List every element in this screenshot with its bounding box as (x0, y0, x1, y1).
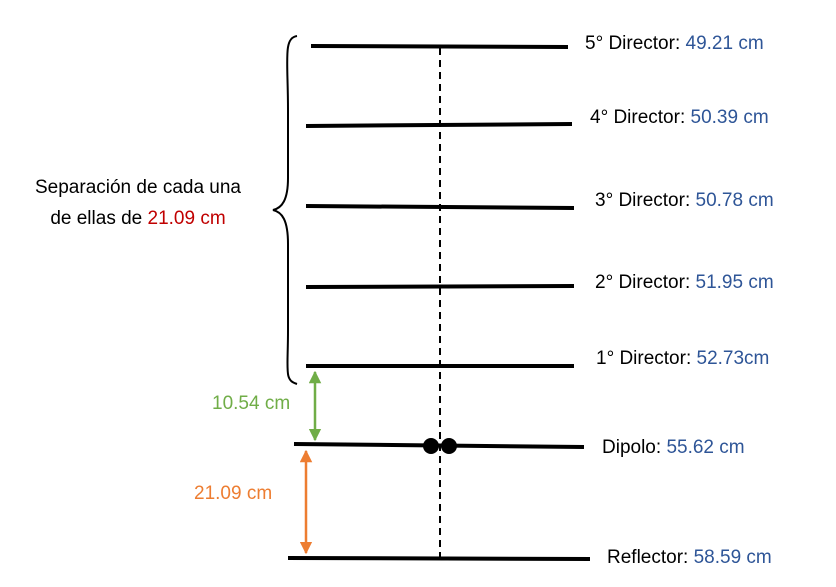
separation-note: Separación de cada una de ellas de 21.09… (10, 172, 266, 234)
separation-line-2: de ellas de 21.09 cm (10, 203, 266, 234)
director-3-element (305, 204, 575, 210)
director-5-value: 49.21 cm (685, 33, 764, 54)
dipole-label: Dipolo: 55.62 cm (602, 436, 745, 460)
director-5-element (310, 44, 569, 49)
director-1-value: 52.73cm (696, 348, 770, 369)
director-2-name: 2° Director: (595, 272, 691, 293)
director-5-name: 5° Director: (585, 33, 681, 54)
dipole-name: Dipolo: (602, 437, 662, 458)
director-2-value: 51.95 cm (695, 272, 774, 293)
reflector-element (287, 556, 591, 561)
dipole-value: 55.62 cm (666, 437, 745, 458)
director-3-value: 50.78 cm (695, 190, 774, 211)
director-4-label: 4° Director: 50.39 cm (590, 106, 769, 130)
director-4-element (305, 122, 573, 128)
director-3-label: 3° Director: 50.78 cm (595, 189, 774, 213)
director-1-label: 1° Director: 52.73cm (596, 347, 769, 371)
feed-point-left (423, 438, 439, 454)
director-1-name: 1° Director: (596, 348, 692, 369)
feed-point-right (441, 438, 457, 454)
separation-brace (272, 35, 298, 385)
separation-line-1: Separación de cada una (35, 177, 241, 198)
reflector-name: Reflector: (607, 547, 689, 568)
director-4-name: 4° Director: (590, 107, 686, 128)
director-2-element (305, 284, 575, 289)
dipole-director-spacing-label: 10.54 cm (212, 393, 291, 414)
separation-value: 21.09 cm (147, 208, 226, 229)
director-5-label: 5° Director: 49.21 cm (585, 32, 764, 56)
director-4-value: 50.39 cm (690, 107, 769, 128)
reflector-label: Reflector: 58.59 cm (607, 546, 772, 570)
director-3-name: 3° Director: (595, 190, 691, 211)
director-2-label: 2° Director: 51.95 cm (595, 271, 774, 295)
reflector-dipole-spacing-label: 21.09 cm (194, 483, 273, 504)
separation-prefix: de ellas de (50, 208, 143, 229)
reflector-value: 58.59 cm (693, 547, 772, 568)
dipole-element (293, 442, 585, 449)
